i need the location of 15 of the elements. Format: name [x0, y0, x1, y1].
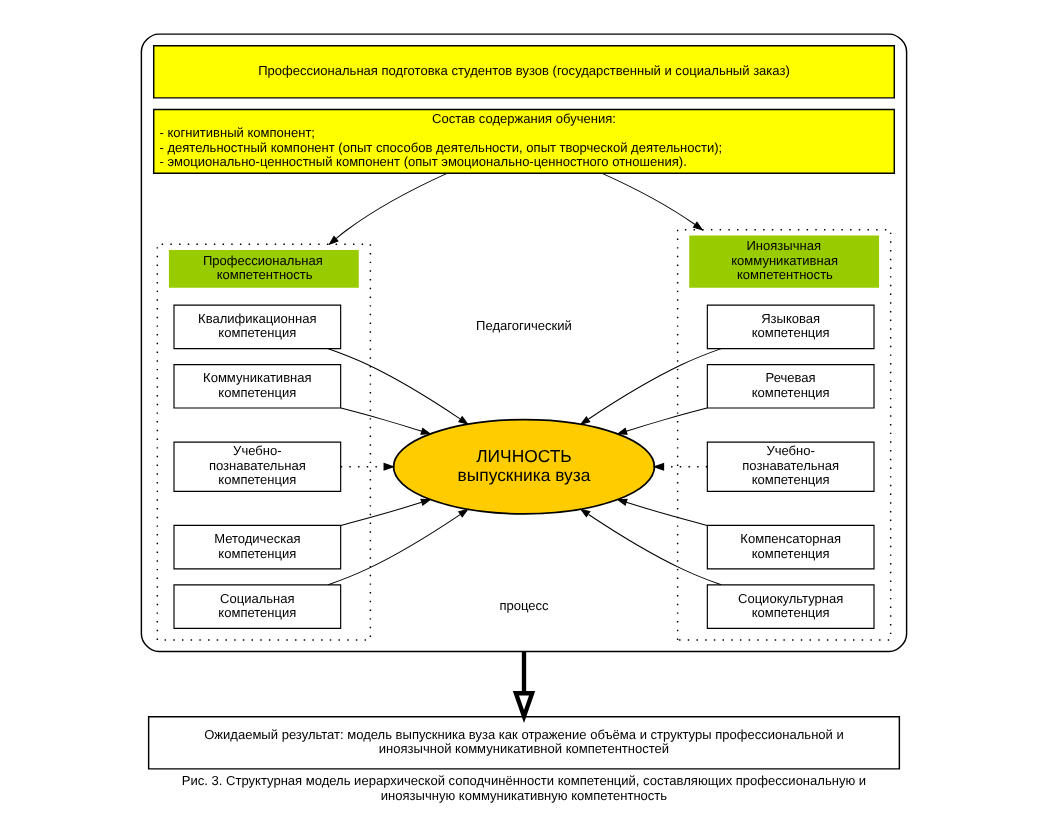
- arrow: [338, 462, 395, 471]
- cluster: [139, 33, 907, 653]
- arrow: [578, 348, 721, 425]
- arrow: [615, 407, 707, 435]
- arrow: [651, 462, 708, 471]
- arrow: [339, 407, 431, 435]
- arrow: [615, 498, 707, 526]
- arrow: [339, 498, 431, 526]
- arrow: [327, 172, 447, 246]
- arrow: [600, 172, 703, 231]
- arrow: [326, 348, 468, 425]
- arrow: [511, 651, 535, 723]
- arrow: [326, 508, 468, 586]
- arrow: [578, 508, 721, 586]
- node-ellipse: ЛИЧНОСТЬ выпускника вуза: [391, 418, 655, 515]
